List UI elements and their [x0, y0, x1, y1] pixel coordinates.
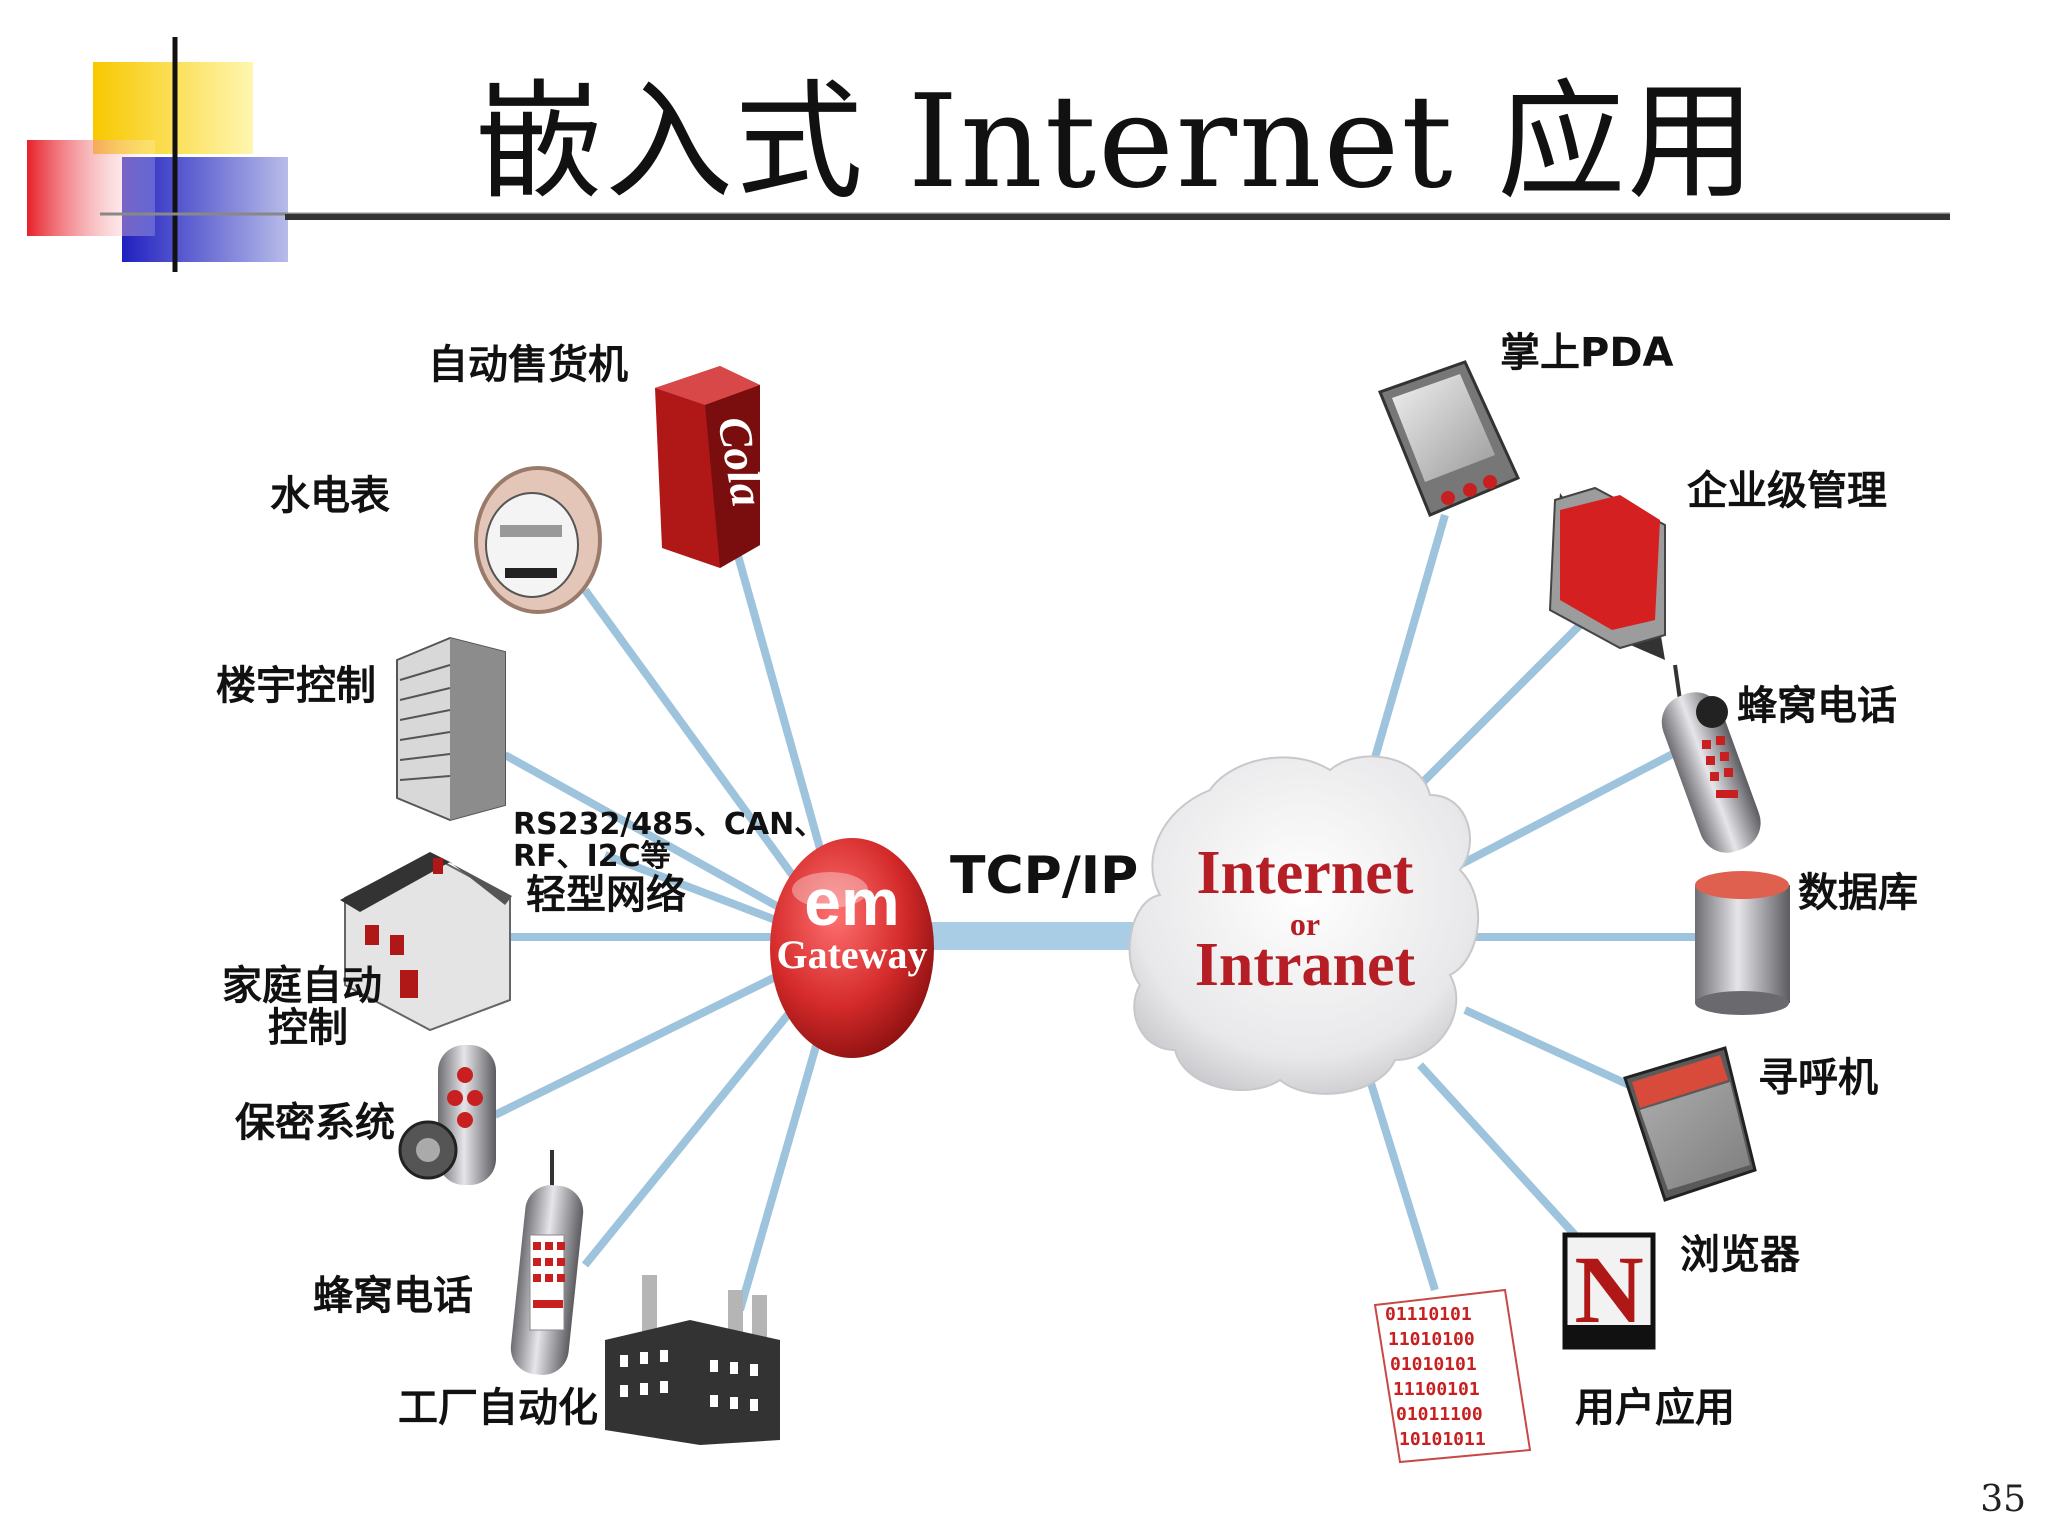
label-pager: 寻呼机	[1758, 1055, 1878, 1101]
hub-subtitle: Gateway	[776, 932, 927, 977]
link-enterprise	[1417, 612, 1593, 788]
link-browser	[1417, 1062, 1578, 1238]
cloud-line1: Internet	[1197, 839, 1414, 907]
cloud-line3: Intranet	[1195, 931, 1416, 999]
link-pager	[1463, 1006, 1642, 1094]
hub-logo: em	[804, 865, 899, 939]
label-user-application: 用户应用	[1575, 1385, 1735, 1431]
tcpip-backbone	[930, 922, 1155, 950]
svg-text:11010100: 11010100	[1388, 1329, 1475, 1350]
link-cell-left	[581, 972, 824, 1268]
em-gateway-hub: em Gateway	[770, 838, 934, 1058]
label-home-automation-2: 控制	[268, 1005, 348, 1051]
factory-icon	[605, 1275, 780, 1445]
protocol-label: TCP/IP	[950, 846, 1139, 906]
link-building	[503, 751, 822, 934]
cell-phone-left-icon	[510, 1150, 584, 1375]
label-home-automation-1: 家庭自动	[222, 963, 382, 1009]
cell-phone-right-icon	[1661, 664, 1761, 853]
link-security	[493, 956, 812, 1119]
house-icon	[340, 852, 512, 1032]
label-security-system: 保密系统	[235, 1100, 395, 1146]
link-meter	[581, 587, 829, 923]
database-icon	[1695, 871, 1790, 1015]
browser-letter: N	[1574, 1236, 1643, 1343]
label-pda: 掌上PDA	[1500, 330, 1674, 376]
network-note-line2: RF、I2C等	[513, 839, 671, 874]
label-vending-machine: 自动售货机	[428, 342, 628, 388]
label-browser: 浏览器	[1680, 1232, 1800, 1278]
browser-icon: N	[1562, 1232, 1656, 1350]
link-cell-right	[1448, 741, 1692, 874]
link-userapp	[1366, 1078, 1439, 1292]
enterprise-monitor-icon	[1548, 486, 1666, 660]
utility-meter-icon	[474, 466, 602, 614]
label-database: 数据库	[1798, 870, 1918, 916]
label-cell-phone-right: 蜂窝电话	[1737, 683, 1897, 729]
user-application-icon: 01110101 11010100 01010101 11100101 0101…	[1373, 1288, 1532, 1464]
vending-machine-icon: Cola	[655, 366, 774, 568]
svg-text:10101011: 10101011	[1399, 1429, 1486, 1450]
pda-icon	[1378, 360, 1521, 517]
svg-text:01010101: 01010101	[1390, 1354, 1477, 1375]
building-icon	[396, 636, 506, 822]
page-number: 35	[1980, 1479, 2026, 1520]
label-utility-meter: 水电表	[270, 473, 390, 519]
security-keypad-icon	[398, 1045, 496, 1185]
network-note-line3: 轻型网络	[526, 872, 686, 918]
label-factory-automation: 工厂自动化	[398, 1385, 598, 1431]
left-links	[493, 543, 844, 1312]
label-enterprise-management: 企业级管理	[1687, 468, 1887, 514]
label-cell-phone-left: 蜂窝电话	[313, 1273, 473, 1319]
page-title: 嵌入式 Internet 应用	[475, 68, 1758, 217]
svg-text:11100101: 11100101	[1393, 1379, 1480, 1400]
network-note-line1: RS232/485、CAN、	[513, 807, 825, 842]
link-pda	[1366, 513, 1449, 777]
label-building-control: 楼宇控制	[216, 663, 376, 709]
svg-text:01110101: 01110101	[1385, 1304, 1472, 1325]
right-links	[1366, 513, 1700, 1292]
svg-text:01011100: 01011100	[1396, 1404, 1483, 1425]
cloud-line2: or	[1290, 906, 1320, 942]
internet-cloud: Internet or Intranet	[1128, 755, 1480, 1095]
pager-icon	[1623, 1046, 1757, 1202]
